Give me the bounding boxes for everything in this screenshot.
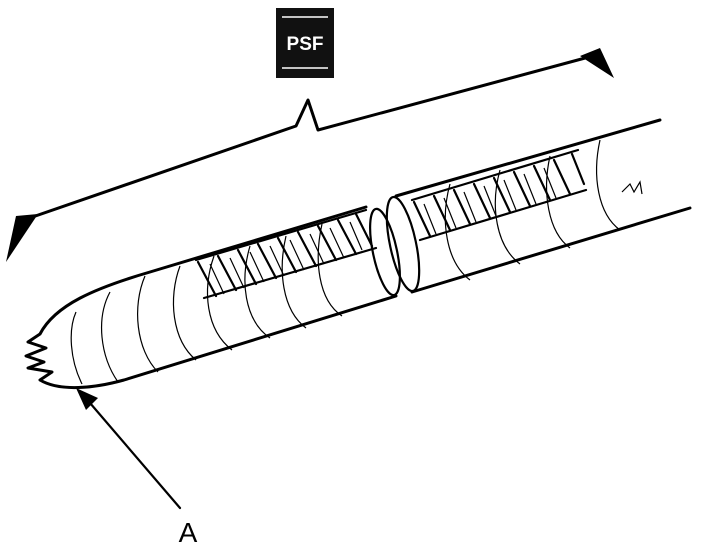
cable-right-thread bbox=[410, 148, 588, 242]
cable-left-thread bbox=[194, 208, 378, 300]
callout-a-leader bbox=[82, 394, 182, 510]
callout-a-arrowhead bbox=[76, 388, 98, 410]
cable-right-end-cut bbox=[385, 195, 421, 293]
psf-badge: PSF bbox=[276, 8, 334, 78]
cable-right-outline-lower bbox=[410, 206, 692, 294]
cable-right-torn-edge bbox=[621, 180, 643, 195]
callout-a: A bbox=[76, 388, 198, 548]
bracket-left-arrowhead bbox=[6, 214, 38, 262]
cable-left-end-cut bbox=[369, 207, 401, 297]
cable-right-outline bbox=[394, 118, 662, 198]
cable-right-contours bbox=[444, 139, 621, 281]
cable-left-section bbox=[24, 205, 401, 389]
cable-left-outline bbox=[24, 205, 398, 389]
length-bracket bbox=[6, 48, 614, 262]
psf-badge-label: PSF bbox=[287, 34, 324, 55]
bracket-right-arrowhead bbox=[580, 48, 614, 78]
cable-left-contours bbox=[70, 223, 343, 385]
cable-right-section bbox=[385, 118, 692, 294]
bracket-line bbox=[16, 52, 602, 224]
psf-badge-background bbox=[276, 8, 334, 78]
callout-a-label: A bbox=[179, 517, 198, 548]
